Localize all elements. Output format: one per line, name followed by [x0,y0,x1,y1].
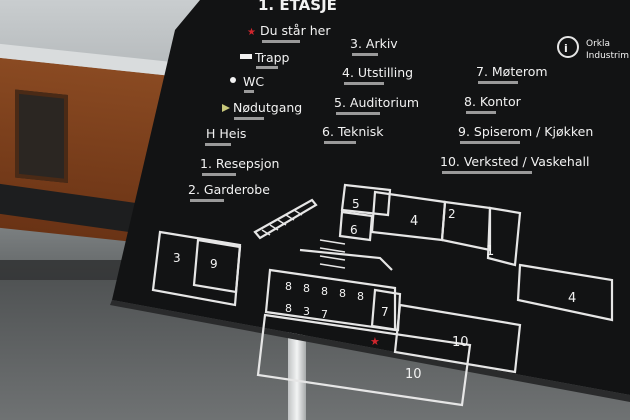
map-number-8: 8 [285,280,292,293]
you-are-here-star-icon: ★ [370,335,380,348]
logo-text-1: Orkla [586,39,610,49]
wc-icon [230,77,236,83]
room-item: 8. Kontor [464,94,522,109]
map-number-3: 3 [173,251,181,265]
room-item: 9. Spiserom / Kjøkken [458,124,593,139]
map-number-6: 6 [350,223,358,237]
room-outline-1 [486,206,522,267]
map-number-10b: 10 [405,367,422,382]
legend-you-are-here: Du står her [260,23,331,38]
legend: ★ Du står her Trapp WC Nødutgang H Heis [206,23,331,141]
room-outline-6 [338,210,374,242]
map-number-8: 8 [339,287,346,300]
sign-heading: 1. ETASJE [258,0,337,14]
room-item: 1. Resepsjon [200,156,279,171]
room-item: 7. Møterom [476,64,548,79]
map-number-8: 8 [321,285,328,298]
map-number-7: 7 [321,308,328,321]
room-outline-2 [440,200,492,252]
room-item: 5. Auditorium [334,95,419,110]
map-number-1: 1 [486,244,494,259]
map-number-7: 7 [381,305,389,319]
map-number-2: 2 [448,207,456,221]
map-number-8: 8 [357,290,364,303]
star-icon: ★ [247,27,256,38]
room-item: 2. Garderobe [188,182,270,197]
legend-emergency-exit: Nødutgang [233,100,302,115]
room-item: 6. Teknisk [322,124,384,139]
map-number-5: 5 [352,197,360,211]
stairs-hatching [261,209,346,269]
emergency-exit-icon [222,104,230,112]
map-number-8: 8 [285,302,292,315]
stairs-icon [240,54,252,59]
room-outline-3 [151,230,242,307]
room-list: 1. Resepsjon 2. Garderobe 3. Arkiv 4. Ut… [188,36,593,197]
legend-stairs: Trapp [254,50,290,65]
room-item: 4. Utstilling [342,65,413,80]
map-number-4b: 4 [568,291,576,306]
room-item: 10. Verksted / Vaskehall [440,154,589,169]
room-outline-10a [393,303,522,374]
floor-plan [151,183,614,407]
map-number-4a: 4 [410,214,418,229]
map-number-3: 3 [303,305,310,318]
room-outline-5 [340,183,392,217]
braille-dots [190,40,532,202]
map-number-8: 8 [303,282,310,295]
legend-wc: WC [243,74,264,89]
logo-text-2: Industrim [586,51,629,61]
room-outline-9 [192,238,242,294]
map-number-10a: 10 [452,335,469,350]
legend-elevator: H Heis [206,126,246,141]
logo-gear-icon [557,36,579,58]
room-outline-10b [256,313,472,407]
room-outline-4b [516,263,614,322]
sign-edge [110,300,630,402]
corridor-line [299,248,393,271]
orkla-logo: i Orkla Industrim [557,36,629,61]
sign-panel [112,0,630,395]
room-item: 3. Arkiv [350,36,398,51]
logo-glyph: i [564,42,568,55]
map-number-9: 9 [210,257,218,271]
map-numbers: 3 9 5 6 4 2 1 4 7 10 10 8 8 8 8 8 8 3 7 [173,197,576,382]
staircase-outline [253,198,318,240]
